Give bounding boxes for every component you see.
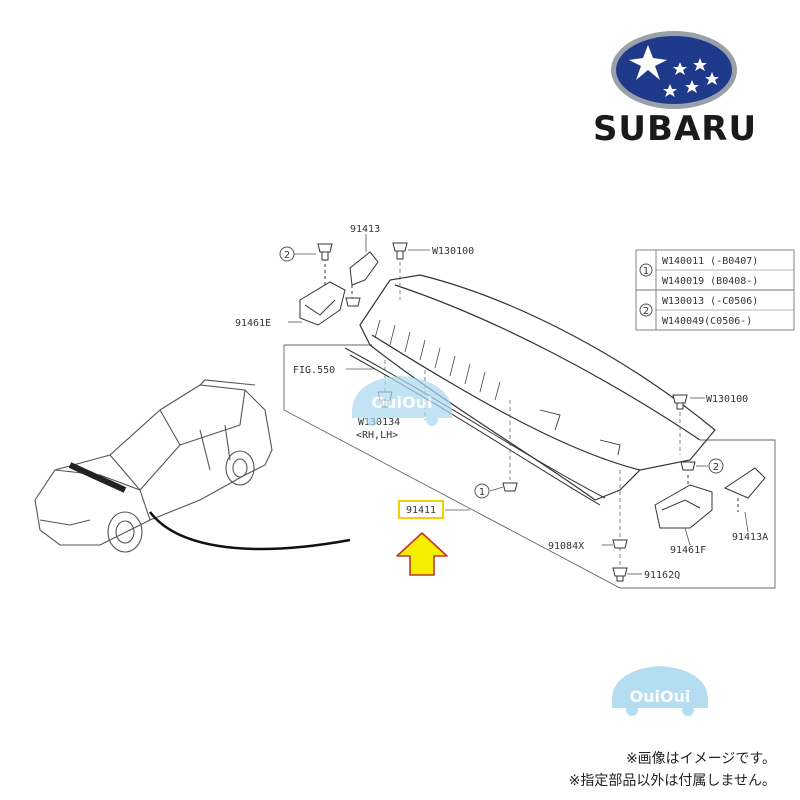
- legend-2-row-1: W130013 (-C0506): [662, 296, 758, 307]
- logo-stars: [629, 45, 719, 97]
- label-91084x: 91084X: [548, 541, 584, 552]
- bracket-91461e: [299, 251, 379, 326]
- watermark-bottom: OuiOui: [612, 666, 708, 716]
- clip-91413: [349, 251, 379, 286]
- label-w130100-top: W130100: [432, 246, 474, 257]
- label-w130100-right: W130100: [706, 394, 748, 405]
- parts-frame: [283, 344, 776, 589]
- vehicle-illustration: [34, 379, 273, 553]
- label-91411: 91411: [406, 505, 436, 516]
- label-w130134-sub: <RH,LH>: [356, 430, 398, 441]
- fastener-w130100-top: [392, 242, 408, 260]
- fastener-w130100-right: [672, 394, 688, 410]
- watermark-text-bottom: OuiOui: [630, 687, 691, 706]
- fastener-91413-clip: [345, 297, 361, 307]
- callout-2-left: 2: [279, 246, 295, 262]
- label-91413: 91413: [350, 224, 380, 235]
- label-leaders: [288, 234, 749, 575]
- legend-table: 1 2 W140011 (-B0407) W140019 (B0408-) W1…: [635, 249, 795, 331]
- yellow-arrow-icon: [396, 532, 448, 576]
- leader-curve: [149, 511, 351, 551]
- cowl-highlight-on-car: [68, 462, 127, 493]
- svg-text:1: 1: [643, 266, 649, 277]
- clip-91413a: [723, 467, 766, 499]
- legend-2-row-2: W140049(C0506-): [662, 316, 752, 327]
- legend-1-row-1: W140011 (-B0407): [662, 256, 758, 267]
- watermark-center: OuiOui: [352, 376, 452, 426]
- fastener-91084x: [612, 539, 628, 549]
- fastener-91162q: [612, 567, 628, 582]
- svg-text:2: 2: [284, 250, 290, 261]
- watermark-text-center: OuiOui: [372, 393, 433, 412]
- label-91413a: 91413A: [732, 532, 768, 543]
- callout-1-mid: 1: [474, 483, 490, 499]
- svg-text:2: 2: [713, 462, 719, 473]
- fastener-left-top: [317, 243, 333, 261]
- label-91461e: 91461E: [235, 318, 271, 329]
- brand-wordmark: SUBARU: [593, 109, 757, 149]
- label-fig550: FIG.550: [293, 365, 335, 376]
- label-91162q: 91162Q: [644, 570, 680, 581]
- fastener-callout1: [502, 482, 518, 492]
- legend-1-row-2: W140019 (B0408-): [662, 276, 758, 287]
- note-parts-disclaimer: ※指定部品以外は付属しません。: [568, 773, 776, 789]
- fastener-right-mid: [680, 461, 696, 471]
- label-w130134: W130134: [358, 417, 400, 428]
- svg-text:2: 2: [643, 306, 649, 317]
- subaru-logo: SUBARU: [593, 31, 757, 149]
- target-part-91411: 91411: [398, 500, 444, 519]
- logo-oval: [616, 36, 732, 104]
- callout-2-right: 2: [708, 458, 724, 474]
- label-91461f: 91461F: [670, 545, 706, 556]
- svg-text:1: 1: [479, 487, 485, 498]
- bracket-91461f: [654, 467, 766, 529]
- note-image-disclaimer: ※画像はイメージです。: [625, 751, 776, 767]
